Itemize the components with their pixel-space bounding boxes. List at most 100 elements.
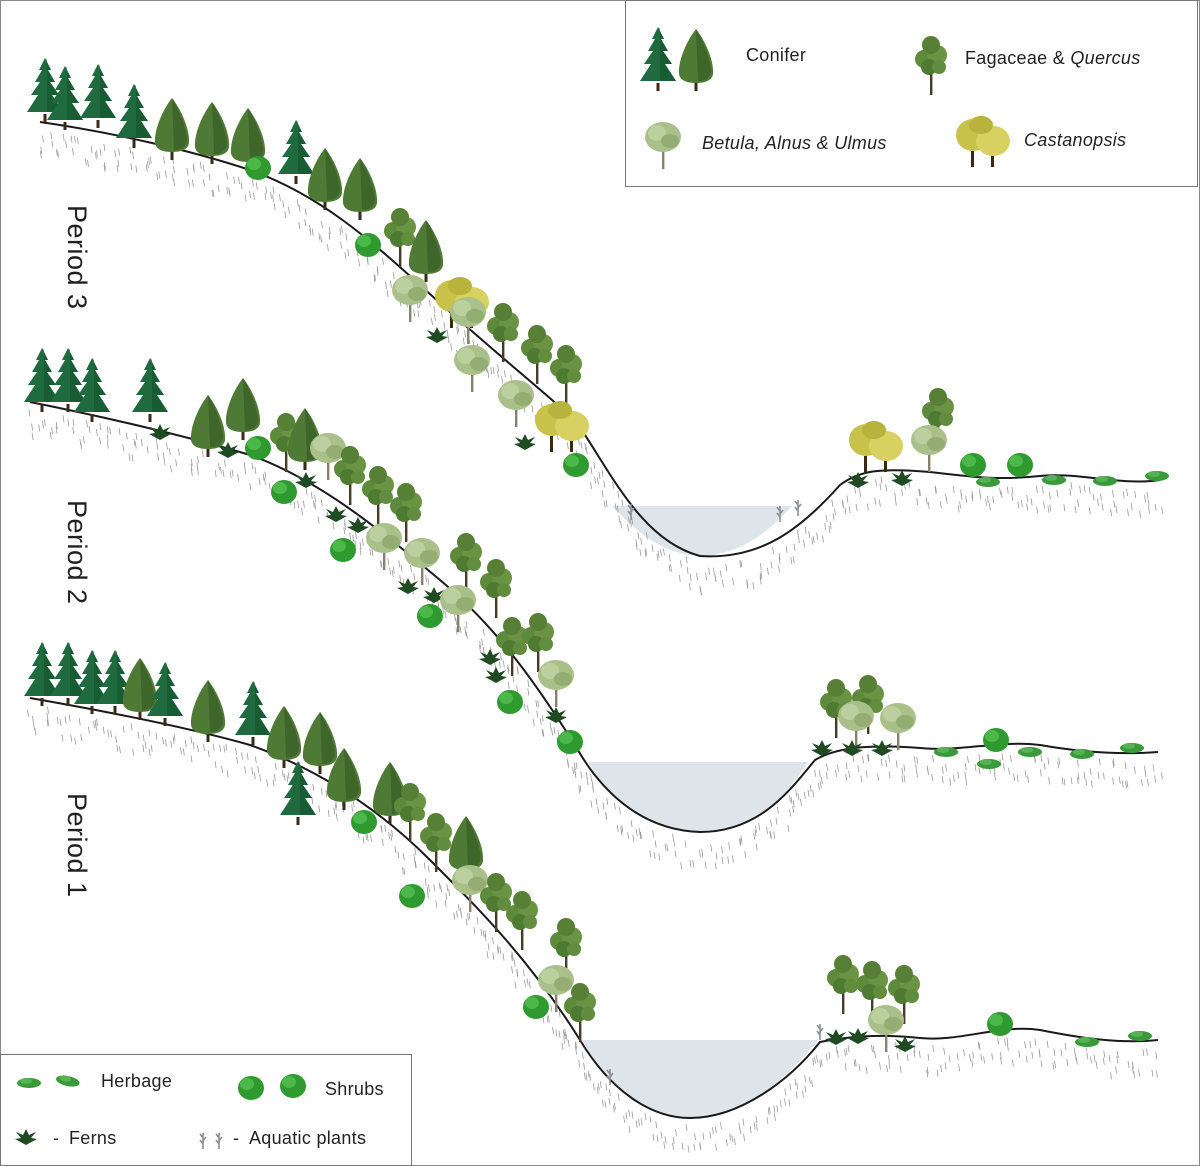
herbage-icon xyxy=(17,1073,81,1089)
legend-label-castanopsis: Castanopsis xyxy=(1024,129,1127,150)
betula-plant-icon xyxy=(880,703,916,750)
shrub-plant-icon xyxy=(987,1012,1013,1036)
shrub-icon xyxy=(238,1073,306,1100)
castanopsis-tree-icon xyxy=(956,116,1010,167)
fagaceae-plant-icon xyxy=(506,891,538,950)
legend-item-betula: Betula, Alnus & Ulmus xyxy=(638,113,887,173)
aquatic-plant-icon xyxy=(794,499,802,517)
legend-item-herbage: Herbage xyxy=(13,1069,172,1093)
legend-label-shrubs: Shrubs xyxy=(325,1079,384,1099)
herbage-plant-icon xyxy=(1070,749,1094,759)
conifer-plant-icon xyxy=(266,706,302,768)
fern-plant-icon xyxy=(426,327,448,343)
shrub-plant-icon xyxy=(557,730,583,754)
herbage-plant-icon xyxy=(1120,743,1144,753)
fern-plant-icon xyxy=(871,740,893,756)
betula-plant-icon xyxy=(868,1005,904,1052)
legend-item-shrubs: Shrubs xyxy=(233,1069,384,1100)
fagaceae-plant-icon xyxy=(487,303,519,362)
shrub-plant-icon xyxy=(523,995,549,1019)
fern-icon xyxy=(15,1129,37,1145)
conifer-plant-icon xyxy=(190,680,226,742)
betula-plant-icon xyxy=(538,660,574,707)
shrub-plant-icon xyxy=(563,453,589,477)
shrub-plant-icon xyxy=(245,156,271,180)
fagaceae-tree-icon xyxy=(915,36,947,95)
herbage-plant-icon xyxy=(1042,475,1066,485)
shrub-plant-icon xyxy=(983,728,1009,752)
fern-plant-icon xyxy=(847,472,869,488)
betula-plant-icon xyxy=(452,865,488,912)
betula-plant-icon xyxy=(440,585,476,632)
conifer-plant-icon xyxy=(225,378,261,440)
terrain-line-period-3 xyxy=(39,121,1161,558)
fern-plant-icon xyxy=(485,667,507,683)
lake-period-2 xyxy=(588,762,808,832)
fagaceae-plant-icon xyxy=(550,345,582,404)
castanopsis-plant-icon xyxy=(849,421,903,472)
herbage-plant-icon xyxy=(1075,1037,1099,1047)
fagaceae-plant-icon xyxy=(362,466,394,525)
herbage-plant-icon xyxy=(977,759,1001,769)
shrub-plant-icon xyxy=(1007,453,1033,477)
soil-hatch-period-3 xyxy=(39,132,1164,596)
vegetation-legend-understory: Herbage Shrubs - Ferns - Aquatic plants xyxy=(0,1054,412,1166)
conifer-plant-icon xyxy=(342,158,378,220)
betula-plant-icon xyxy=(498,380,534,427)
castanopsis-plant-icon xyxy=(535,401,589,452)
shrub-plant-icon xyxy=(497,690,523,714)
legend-label-fagaceae: Fagaceae & xyxy=(965,47,1071,68)
fern-plant-icon xyxy=(545,707,567,723)
betula-plant-icon xyxy=(366,523,402,570)
herbage-plant-icon xyxy=(1128,1031,1152,1041)
legend-item-aquatic: - Aquatic plants xyxy=(193,1125,366,1151)
fagaceae-plant-icon xyxy=(420,813,452,872)
betula-plant-icon xyxy=(838,701,874,748)
fern-plant-icon xyxy=(325,506,347,522)
conifer-plant-icon xyxy=(278,120,314,184)
fagaceae-plant-icon xyxy=(564,983,596,1042)
legend-label-ferns: Ferns xyxy=(69,1127,117,1148)
shrub-plant-icon xyxy=(960,453,986,477)
conifer-icon xyxy=(640,27,714,91)
legend-separator: - xyxy=(53,1127,59,1148)
fagaceae-plant-icon xyxy=(827,955,859,1014)
herbage-plant-icon xyxy=(934,747,958,757)
aquatic-plant-icon xyxy=(816,1023,824,1041)
conifer-plant-icon xyxy=(80,64,116,128)
terrain-line-period-2 xyxy=(29,401,1159,834)
conifer-plant-icon xyxy=(24,348,60,412)
legend-label-aquatic: Aquatic plants xyxy=(249,1127,367,1148)
legend-separator: - xyxy=(233,1127,239,1148)
conifer-plant-icon xyxy=(235,681,271,745)
shrub-plant-icon xyxy=(355,233,381,257)
herbage-plant-icon xyxy=(976,477,1000,487)
conifer-plant-icon xyxy=(302,712,338,774)
shrub-plant-icon xyxy=(271,480,297,504)
lake-period-3 xyxy=(612,506,792,556)
shrub-plant-icon xyxy=(399,884,425,908)
fern-plant-icon xyxy=(514,434,536,450)
period-2-label: Period 2 xyxy=(62,500,92,605)
conifer-plant-icon xyxy=(190,395,226,457)
legend-label-quercus: Quercus xyxy=(1070,47,1141,68)
conifer-plant-icon xyxy=(24,642,60,706)
legend-label-conifer: Conifer xyxy=(746,44,807,65)
legend-item-ferns: - Ferns xyxy=(13,1127,117,1149)
fern-plant-icon xyxy=(894,1036,916,1052)
vegetation-legend-trees: Conifer Fagaceae & Quercus Betula, Alnus… xyxy=(625,0,1198,187)
shrub-plant-icon xyxy=(351,810,377,834)
shrub-plant-icon xyxy=(330,538,356,562)
betula-plant-icon xyxy=(450,297,486,344)
betula-plant-icon xyxy=(404,538,440,585)
fagaceae-plant-icon xyxy=(480,559,512,618)
betula-plant-icon xyxy=(911,425,947,472)
betula-tree-icon xyxy=(645,122,681,169)
herbage-plant-icon xyxy=(1093,476,1117,486)
conifer-plant-icon xyxy=(132,358,168,422)
fern-plant-icon xyxy=(479,649,501,665)
herbage-plant-icon xyxy=(1018,747,1042,757)
aquatic-plant-icon xyxy=(199,1132,223,1150)
fagaceae-plant-icon xyxy=(496,617,528,676)
